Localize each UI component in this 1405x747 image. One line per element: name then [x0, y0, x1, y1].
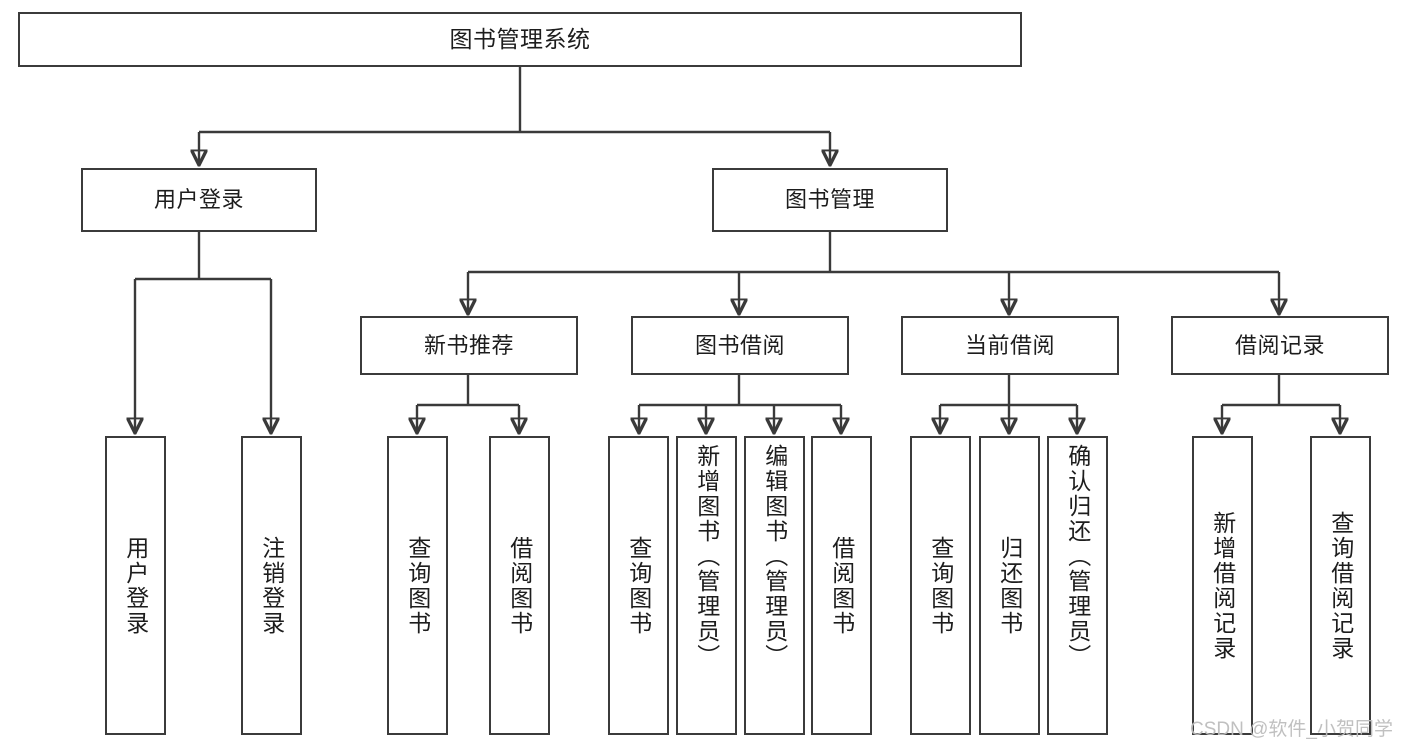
- node-label: 借阅图书: [828, 535, 855, 636]
- node-label: 新增图书（管理员）: [693, 444, 720, 669]
- node-label: 确认归还（管理员）: [1064, 444, 1091, 669]
- node-label: 编辑图书（管理员）: [761, 444, 788, 669]
- node-root-book-management-system[interactable]: 图书管理系统: [18, 12, 1022, 67]
- node-book-management[interactable]: 图书管理: [712, 168, 948, 232]
- leaf-return-book[interactable]: 归还图书: [979, 436, 1040, 735]
- leaf-query-borrow-record[interactable]: 查询借阅记录: [1310, 436, 1371, 735]
- node-borrow-record[interactable]: 借阅记录: [1171, 316, 1389, 375]
- node-label: 图书管理系统: [449, 25, 591, 52]
- node-current-borrow[interactable]: 当前借阅: [901, 316, 1119, 375]
- node-label: 借阅记录: [1234, 332, 1325, 358]
- node-new-book-recommend[interactable]: 新书推荐: [360, 316, 578, 375]
- node-label: 查询图书: [625, 535, 652, 636]
- node-label: 注销登录: [258, 535, 285, 636]
- node-label: 图书管理: [784, 187, 875, 213]
- leaf-add-book-admin[interactable]: 新增图书（管理员）: [676, 436, 737, 735]
- node-book-borrow[interactable]: 图书借阅: [631, 316, 849, 375]
- leaf-confirm-return-admin[interactable]: 确认归还（管理员）: [1047, 436, 1108, 735]
- node-label: 图书借阅: [694, 332, 785, 358]
- node-label: 查询图书: [927, 535, 954, 636]
- leaf-add-borrow-record[interactable]: 新增借阅记录: [1192, 436, 1253, 735]
- node-label: 归还图书: [996, 535, 1023, 636]
- leaf-borrow-book-recommend[interactable]: 借阅图书: [489, 436, 550, 735]
- leaf-query-book-borrow[interactable]: 查询图书: [608, 436, 669, 735]
- leaf-query-book-current[interactable]: 查询图书: [910, 436, 971, 735]
- node-label: 当前借阅: [964, 332, 1055, 358]
- node-label: 查询图书: [404, 535, 431, 636]
- node-label: 查询借阅记录: [1327, 510, 1354, 661]
- node-label: 新书推荐: [423, 332, 514, 358]
- node-user-login[interactable]: 用户登录: [81, 168, 317, 232]
- leaf-edit-book-admin[interactable]: 编辑图书（管理员）: [744, 436, 805, 735]
- leaf-logout-login[interactable]: 注销登录: [241, 436, 302, 735]
- node-label: 用户登录: [122, 535, 149, 636]
- csdn-watermark: CSDN @软件_小贺同学: [1190, 719, 1393, 740]
- leaf-borrow-book-borrow[interactable]: 借阅图书: [811, 436, 872, 735]
- node-label: 用户登录: [153, 187, 244, 213]
- leaf-user-login[interactable]: 用户登录: [105, 436, 166, 735]
- leaf-query-book-recommend[interactable]: 查询图书: [387, 436, 448, 735]
- node-label: 新增借阅记录: [1209, 510, 1236, 661]
- node-label: 借阅图书: [506, 535, 533, 636]
